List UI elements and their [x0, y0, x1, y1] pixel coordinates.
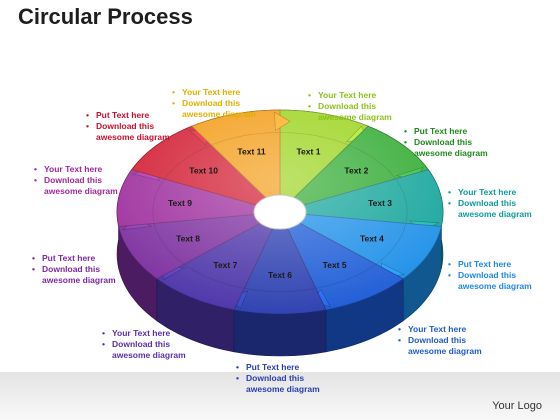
bullet-icon: • [448, 270, 451, 280]
callout-3-line2: Download this [414, 137, 473, 147]
callout-4-line1: Your Text here [458, 187, 517, 197]
segment-label-6: Text 6 [268, 270, 292, 280]
bullet-icon: • [32, 264, 35, 274]
callout-2-line3: awesome diagram [318, 112, 392, 122]
callout-8-line3: awesome diagram [112, 350, 186, 360]
callout-2-line1: Your Text here [318, 90, 377, 100]
segment-label-1: Text 1 [297, 146, 321, 156]
callout-11-line3: awesome diagram [96, 132, 170, 142]
callout-2-line2: Download this [318, 101, 377, 111]
bullet-icon: • [404, 137, 407, 147]
segment-label-8: Text 8 [176, 233, 200, 243]
callout-9-line1: Put Text here [42, 253, 96, 263]
callout-5-line3: awesome diagram [458, 281, 532, 291]
segment-label-5: Text 5 [323, 260, 347, 270]
segment-label-4: Text 4 [360, 233, 384, 243]
bullet-icon: • [172, 98, 175, 108]
callout-9-line2: Download this [42, 264, 101, 274]
bullet-icon: • [236, 373, 239, 383]
segment-label-10: Text 10 [189, 166, 218, 176]
callout-6-line1: Your Text here [408, 324, 467, 334]
bullet-icon: • [448, 198, 451, 208]
bullet-icon: • [172, 87, 175, 97]
bullet-icon: • [102, 339, 105, 349]
callout-6-line2: Download this [408, 335, 467, 345]
bullet-icon: • [308, 90, 311, 100]
bullet-icon: • [86, 110, 89, 120]
callout-8-line1: Your Text here [112, 328, 171, 338]
bullet-icon: • [86, 121, 89, 131]
callout-10-line1: Your Text here [44, 164, 103, 174]
segment-label-7: Text 7 [213, 260, 237, 270]
floor-shadow [0, 372, 560, 420]
callout-5-line1: Put Text here [458, 259, 512, 269]
segment-label-11: Text 11 [237, 146, 265, 156]
bullet-icon: • [448, 259, 451, 269]
callout-8-line2: Download this [112, 339, 171, 349]
segment-label-2: Text 2 [344, 166, 368, 176]
callout-10-line2: Download this [44, 175, 103, 185]
bullet-icon: • [308, 101, 311, 111]
callout-1-line3: awesome diagram [182, 109, 256, 119]
bullet-icon: • [236, 362, 239, 372]
callout-11-line1: Put Text here [96, 110, 150, 120]
bullet-icon: • [32, 253, 35, 263]
bullet-icon: • [398, 324, 401, 334]
callout-4-line2: Download this [458, 198, 517, 208]
bullet-icon: • [34, 164, 37, 174]
bullet-icon: • [34, 175, 37, 185]
logo-text: Your Logo [492, 400, 542, 412]
callout-5-line2: Download this [458, 270, 517, 280]
bullet-icon: • [398, 335, 401, 345]
bullet-icon: • [404, 126, 407, 136]
callout-3-line3: awesome diagram [414, 148, 488, 158]
callout-9-line3: awesome diagram [42, 275, 116, 285]
segment-label-9: Text 9 [168, 198, 192, 208]
segment-side-6 [233, 309, 327, 357]
callout-4-line3: awesome diagram [458, 209, 532, 219]
callout-7-line2: Download this [246, 373, 305, 383]
callout-7-line1: Put Text here [246, 362, 300, 372]
page-title: Circular Process [18, 4, 193, 29]
segment-label-3: Text 3 [368, 198, 392, 208]
callout-3-line1: Put Text here [414, 126, 468, 136]
callout-7-line3: awesome diagram [246, 384, 320, 394]
callout-11-line2: Download this [96, 121, 155, 131]
center-hole [253, 194, 307, 230]
callout-10-line3: awesome diagram [44, 186, 118, 196]
bullet-icon: • [102, 328, 105, 338]
bullet-icon: • [448, 187, 451, 197]
callout-1-line2: Download this [182, 98, 241, 108]
callout-1-line1: Your Text here [182, 87, 241, 97]
callout-6-line3: awesome diagram [408, 346, 482, 356]
